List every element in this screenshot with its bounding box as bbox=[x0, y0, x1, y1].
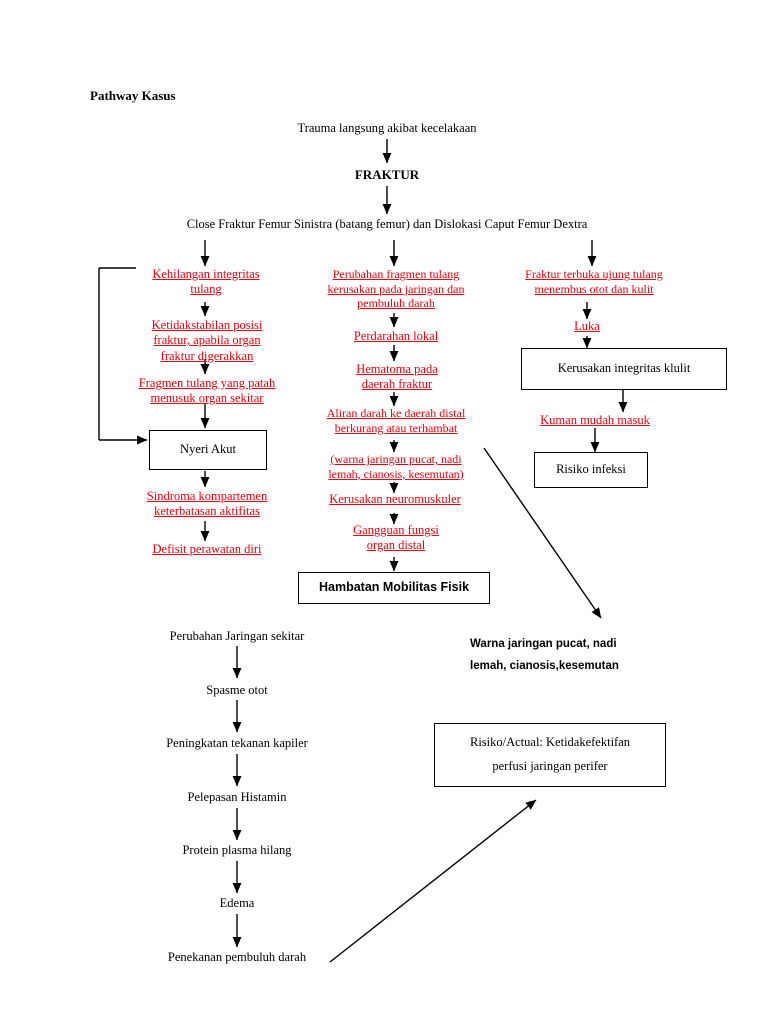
node-kuman: Kuman mudah masuk bbox=[540, 413, 650, 427]
node-kehilangan-integritas: Kehilangan integritas tulang bbox=[152, 267, 260, 297]
node-trauma: Trauma langsung akibat kecelakaan bbox=[297, 121, 477, 135]
node-risiko-infeksi: Risiko infeksi bbox=[534, 452, 648, 488]
node-risiko-actual: Risiko/Actual: Ketidakefektifan perfusi … bbox=[434, 723, 666, 787]
node-fraktur: FRAKTUR bbox=[354, 167, 420, 182]
node-warna-jaringan: (warna jaringan pucat, nadi lemah, ciano… bbox=[328, 452, 464, 481]
node-aliran-darah: Aliran darah ke daerah distal berkurang … bbox=[326, 406, 466, 435]
node-hematoma: Hematoma pada daerah fraktur bbox=[356, 362, 438, 392]
node-perdarahan: Perdarahan lokal bbox=[353, 329, 439, 343]
node-close-fraktur: Close Fraktur Femur Sinistra (batang fem… bbox=[186, 217, 588, 231]
page-title: Pathway Kasus bbox=[90, 88, 176, 103]
node-peningkatan-tekanan: Peningkatan tekanan kapiler bbox=[166, 736, 308, 750]
node-pelepasan-histamin: Pelepasan Histamin bbox=[187, 790, 287, 804]
node-edema: Edema bbox=[219, 896, 255, 910]
node-protein-plasma: Protein plasma hilang bbox=[182, 843, 292, 857]
node-kerusakan-neuro: Kerusakan neuromuskuler bbox=[329, 492, 461, 506]
node-fragmen-menusuk: Fragmen tulang yang patah menusuk organ … bbox=[138, 376, 276, 406]
node-perubahan-jaringan: Perubahan Jaringan sekitar bbox=[169, 629, 305, 643]
node-fraktur-terbuka: Fraktur terbuka ujung tulang menembus ot… bbox=[525, 267, 663, 296]
node-nyeri-akut: Nyeri Akut bbox=[149, 430, 267, 470]
node-spasme: Spasme otot bbox=[206, 683, 268, 697]
node-perubahan-fragmen: Perubahan fragmen tulang kerusakan pada … bbox=[327, 267, 465, 311]
node-kerusakan-integritas-kulit: Kerusakan integritas klulit bbox=[521, 348, 727, 390]
node-sindroma: Sindroma kompartemen keterbatasan aktifi… bbox=[146, 489, 268, 519]
node-ketidakstabilan: Ketidakstabilan posisi fraktur, apabila … bbox=[151, 318, 263, 363]
node-hambatan-mobilitas: Hambatan Mobilitas Fisik bbox=[298, 572, 490, 604]
node-warna-jaringan-pucat: Warna jaringan pucat, nadi lemah, cianos… bbox=[470, 638, 619, 672]
node-luka: Luka bbox=[574, 319, 600, 333]
node-gangguan-fungsi: Gangguan fungsi organ distal bbox=[353, 523, 439, 553]
node-defisit: Defisit perawatan diri bbox=[152, 542, 262, 556]
node-penekanan: Penekanan pembuluh darah bbox=[167, 950, 307, 964]
